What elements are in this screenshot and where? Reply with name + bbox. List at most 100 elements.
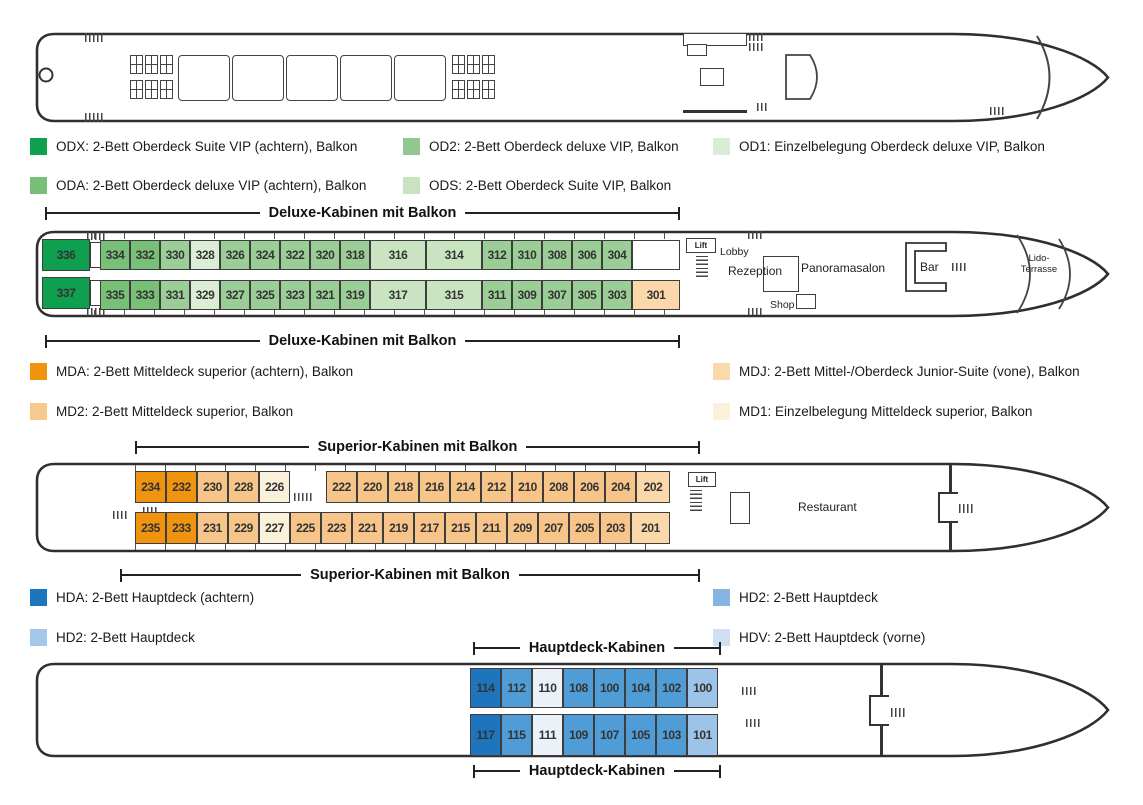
cabin-328[interactable]: 328	[190, 240, 220, 270]
cabin-102[interactable]: 102	[656, 668, 687, 708]
cabin-208[interactable]: 208	[543, 471, 574, 503]
cabin-203[interactable]: 203	[600, 512, 631, 544]
cabin-312[interactable]: 312	[482, 240, 512, 270]
cabin-210[interactable]: 210	[512, 471, 543, 503]
cabin-202[interactable]: 202	[636, 471, 670, 503]
cabin-317[interactable]: 317	[370, 280, 426, 310]
cabin-322[interactable]: 322	[280, 240, 310, 270]
cabin-201[interactable]: 201	[631, 512, 670, 544]
cabin-333[interactable]: 333	[130, 280, 160, 310]
cabin-225[interactable]: 225	[290, 512, 321, 544]
cabin-104[interactable]: 104	[625, 668, 656, 708]
cabin-335[interactable]: 335	[100, 280, 130, 310]
cabin-326[interactable]: 326	[220, 240, 250, 270]
cabin-215[interactable]: 215	[445, 512, 476, 544]
lift-box[interactable]: Lift	[688, 472, 716, 487]
deck-chair-icon	[452, 80, 465, 99]
cabin-207[interactable]: 207	[538, 512, 569, 544]
cabin-100[interactable]: 100	[687, 668, 718, 708]
cabin-114[interactable]: 114	[470, 668, 501, 708]
cabin-219[interactable]: 219	[383, 512, 414, 544]
deck-chair-icon	[467, 55, 480, 74]
cabin-323[interactable]: 323	[280, 280, 310, 310]
cabin-330[interactable]: 330	[160, 240, 190, 270]
cabin-112[interactable]: 112	[501, 668, 532, 708]
cabin-109[interactable]: 109	[563, 714, 594, 756]
legend-text-ods: ODS: 2-Bett Oberdeck Suite VIP, Balkon	[429, 178, 672, 193]
cabin-320[interactable]: 320	[310, 240, 340, 270]
cabin-222[interactable]: 222	[326, 471, 357, 503]
cabin-325[interactable]: 325	[250, 280, 280, 310]
cabin-204[interactable]: 204	[605, 471, 636, 503]
cabin-115[interactable]: 115	[501, 714, 532, 756]
bracket-hauptdeck-top: Hauptdeck-Kabinen	[473, 640, 722, 656]
cabin-329[interactable]: 329	[190, 280, 220, 310]
cabin-304[interactable]: 304	[602, 240, 632, 270]
cabin-228[interactable]: 228	[228, 471, 259, 503]
cabin-110[interactable]: 110	[532, 668, 563, 708]
cabin-103[interactable]: 103	[656, 714, 687, 756]
cabin-308[interactable]: 308	[542, 240, 572, 270]
cabin-205[interactable]: 205	[569, 512, 600, 544]
legend-item-hd2-right: HD2: 2-Bett Hauptdeck	[713, 589, 878, 606]
cabin-214[interactable]: 214	[450, 471, 481, 503]
cabin-231[interactable]: 231	[197, 512, 228, 544]
cabin-324[interactable]: 324	[250, 240, 280, 270]
cabin-229[interactable]: 229	[228, 512, 259, 544]
cabin-226[interactable]: 226	[259, 471, 290, 503]
cabin-305[interactable]: 305	[572, 280, 602, 310]
cabin-217[interactable]: 217	[414, 512, 445, 544]
cabin-230[interactable]: 230	[197, 471, 228, 503]
cabin-235[interactable]: 235	[135, 512, 166, 544]
cabin-306[interactable]: 306	[572, 240, 602, 270]
cabin-111[interactable]: 111	[532, 714, 563, 756]
cabin-327[interactable]: 327	[220, 280, 250, 310]
cabin-307[interactable]: 307	[542, 280, 572, 310]
stairs-icon	[757, 103, 769, 111]
stairs-icon	[748, 231, 764, 239]
cabin-331[interactable]: 331	[160, 280, 190, 310]
cabin-337[interactable]: 337	[42, 277, 90, 309]
cabin-332[interactable]: 332	[130, 240, 160, 270]
cabin-336[interactable]: 336	[42, 239, 90, 271]
stage-shape	[785, 54, 818, 100]
cabin-301[interactable]: 301	[632, 280, 680, 310]
cabin-310[interactable]: 310	[512, 240, 542, 270]
lift-box[interactable]: Lift	[686, 238, 716, 253]
cabin-206[interactable]: 206	[574, 471, 605, 503]
cabin-101[interactable]: 101	[687, 714, 718, 756]
cabin-227[interactable]: 227	[259, 512, 290, 544]
cabin-321[interactable]: 321	[310, 280, 340, 310]
cabin-218[interactable]: 218	[388, 471, 419, 503]
cabin-232[interactable]: 232	[166, 471, 197, 503]
cabin-314[interactable]: 314	[426, 240, 482, 270]
cabin-303[interactable]: 303	[602, 280, 632, 310]
legend-item-mda: MDA: 2-Bett Mitteldeck superior (achtern…	[30, 363, 353, 380]
cabin-316[interactable]: 316	[370, 240, 426, 270]
cabin-212[interactable]: 212	[481, 471, 512, 503]
cabin-211[interactable]: 211	[476, 512, 507, 544]
cabin-100[interactable]: 100	[594, 668, 625, 708]
cabin-220[interactable]: 220	[357, 471, 388, 503]
label-panoramasalon: Panoramasalon	[801, 261, 886, 275]
cabin-319[interactable]: 319	[340, 280, 370, 310]
cabin-105[interactable]: 105	[625, 714, 656, 756]
cabin-117[interactable]: 117	[470, 714, 501, 756]
cabin-233[interactable]: 233	[166, 512, 197, 544]
cabin-209[interactable]: 209	[507, 512, 538, 544]
cabin-108[interactable]: 108	[563, 668, 594, 708]
cabin-334[interactable]: 334	[100, 240, 130, 270]
cabin-107[interactable]: 107	[594, 714, 625, 756]
cabin-318[interactable]: 318	[340, 240, 370, 270]
label-shop: Shop	[770, 299, 795, 311]
cabin-309[interactable]: 309	[512, 280, 542, 310]
cabin-311[interactable]: 311	[482, 280, 512, 310]
cabin-223[interactable]: 223	[321, 512, 352, 544]
cabin-216[interactable]: 216	[419, 471, 450, 503]
cabin-234[interactable]: 234	[135, 471, 166, 503]
cabin-221[interactable]: 221	[352, 512, 383, 544]
cabin-315[interactable]: 315	[426, 280, 482, 310]
legend-text-od1: OD1: Einzelbelegung Oberdeck deluxe VIP,…	[739, 139, 1045, 154]
bar-counter	[905, 242, 947, 292]
